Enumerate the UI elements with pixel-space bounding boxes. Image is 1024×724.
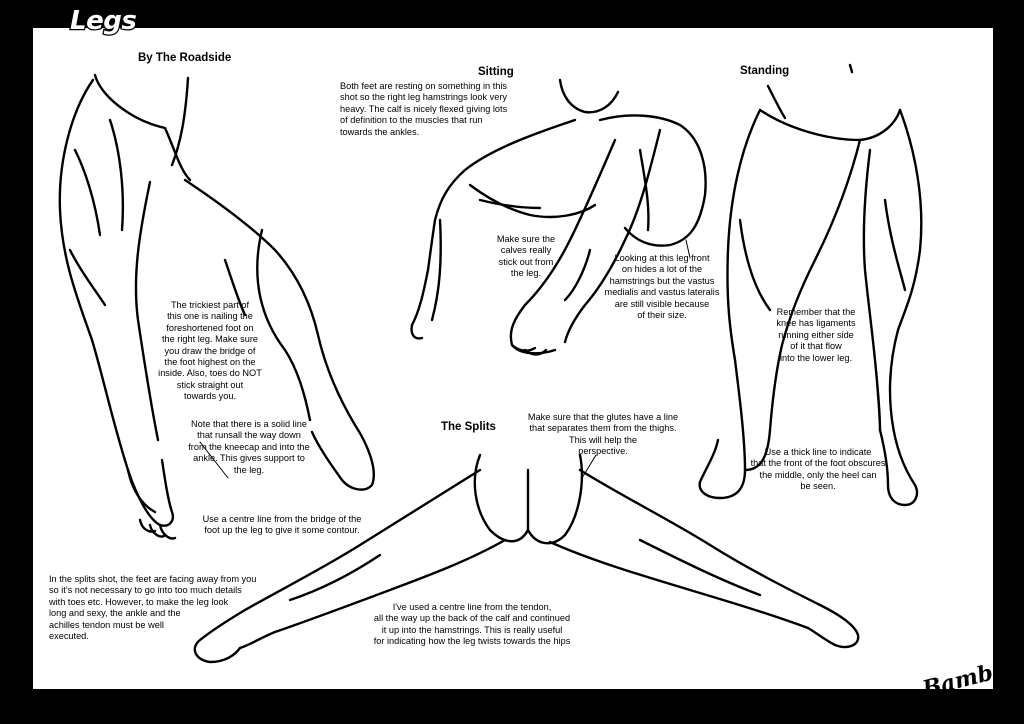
- roadside-centre-note: Use a centre line from the bridge of the…: [202, 514, 362, 536]
- sitting-front-note: Looking at this leg front on hides a lot…: [604, 253, 720, 321]
- signature-year: '09: [958, 699, 977, 712]
- splits-legs-drawing: [193, 239, 860, 664]
- standing-heading: Standing: [740, 65, 790, 77]
- sitting-legs-drawing: [410, 78, 707, 356]
- roadside-line-note: Note that there is a solid line that run…: [188, 419, 310, 475]
- splits-feet-note: In the splits shot, the feet are facing …: [49, 574, 257, 642]
- roadside-foot-note: The trickiest part of this one is nailin…: [158, 300, 262, 402]
- roadside-heading: By The Roadside: [138, 52, 232, 64]
- sitting-calves-note: Make sure the calves really stick out fr…: [496, 234, 556, 279]
- splits-tendon-note: I've used a centre line from the tendon,…: [373, 602, 571, 647]
- standing-knee-note: Remember that the knee has ligaments run…: [776, 307, 856, 363]
- sitting-feet-note: Both feet are resting on something in th…: [340, 81, 508, 137]
- splits-heading: The Splits: [441, 421, 496, 433]
- splits-glutes-note: Make sure that the glutes have a line th…: [527, 412, 679, 457]
- standing-legs-drawing: [698, 63, 923, 507]
- page-title: Legs: [69, 5, 138, 38]
- sitting-heading: Sitting: [478, 66, 514, 78]
- standing-thick-note: Use a thick line to indicate that the fr…: [750, 447, 886, 492]
- roadside-legs-drawing: [58, 73, 375, 540]
